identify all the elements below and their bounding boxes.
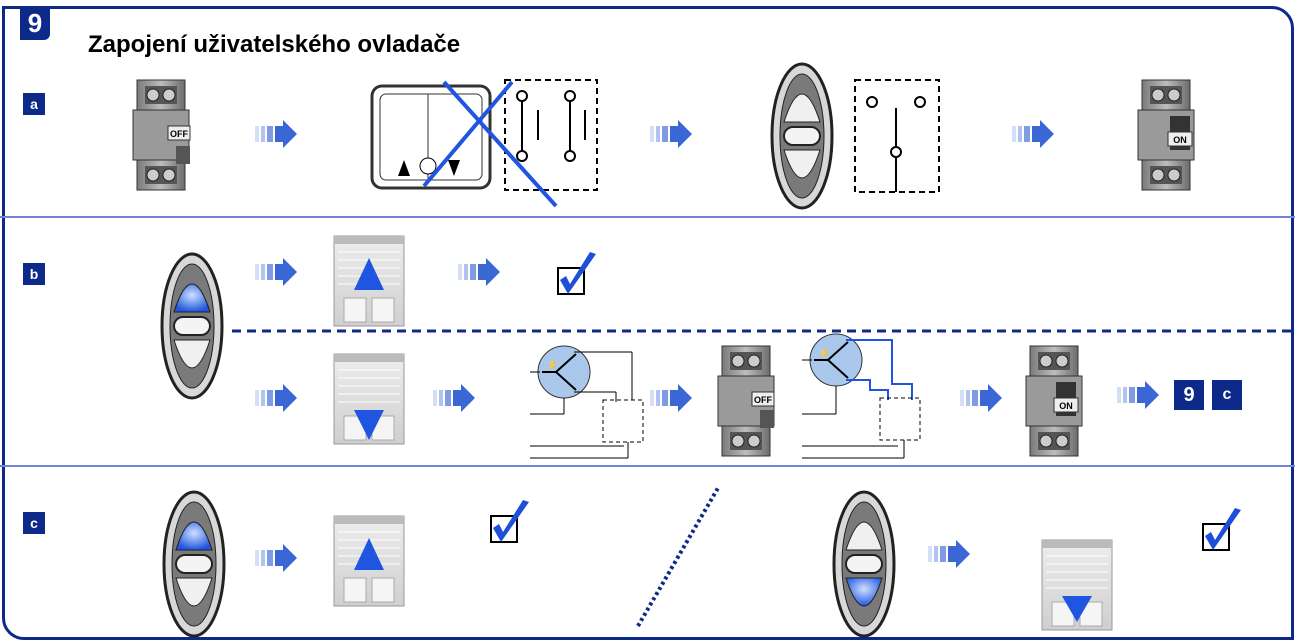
arrow-icon xyxy=(1012,120,1054,148)
diagram-frame xyxy=(2,6,1294,640)
breaker-on-icon: ON xyxy=(1137,79,1195,191)
motor-wiring-swap-icon xyxy=(530,345,644,459)
shutter-up-icon xyxy=(333,515,405,607)
arrow-icon xyxy=(1117,381,1159,409)
shutter-down-icon xyxy=(1041,539,1113,631)
shutter-up-icon xyxy=(333,235,405,327)
alternative-divider xyxy=(636,486,720,628)
arrow-icon xyxy=(433,384,475,412)
svg-text:OFF: OFF xyxy=(170,129,188,139)
new-wiring-diagram xyxy=(854,79,940,193)
step-number-badge: 9 xyxy=(20,6,50,40)
check-icon xyxy=(557,251,597,295)
check-icon xyxy=(1202,507,1242,551)
arrow-icon xyxy=(650,384,692,412)
row-divider-b-c xyxy=(0,465,1295,467)
svg-text:ON: ON xyxy=(1059,401,1073,411)
breaker-off-icon: OFF xyxy=(717,345,775,457)
row-label-c: c xyxy=(23,512,45,534)
svg-text:ON: ON xyxy=(1173,135,1187,145)
row-label-a: a xyxy=(23,93,45,115)
arrow-icon xyxy=(928,540,970,568)
row-label-b: b xyxy=(23,263,45,285)
breaker-on-icon: ON xyxy=(1025,345,1083,457)
shutter-down-icon xyxy=(333,353,405,445)
arrow-icon xyxy=(255,258,297,286)
remote-up-pressed-icon xyxy=(160,252,224,400)
arrow-icon xyxy=(960,384,1002,412)
arrow-icon xyxy=(255,120,297,148)
breaker-off-icon: OFF xyxy=(132,79,191,191)
remote-control-icon xyxy=(770,62,834,210)
page-title: Zapojení uživatelského ovladače xyxy=(88,31,461,58)
remote-up-pressed-icon xyxy=(162,490,226,638)
reference-section-badge: c xyxy=(1212,380,1242,410)
remote-down-pressed-icon xyxy=(832,490,896,638)
motor-wiring-swapped-icon xyxy=(802,333,921,459)
reference-step-badge: 9 xyxy=(1174,380,1204,410)
arrow-icon xyxy=(255,384,297,412)
old-switch-crossed-icon xyxy=(370,79,598,208)
arrow-icon xyxy=(255,544,297,572)
row-divider-a-b xyxy=(0,216,1295,218)
svg-text:OFF: OFF xyxy=(754,395,772,405)
check-icon xyxy=(490,499,530,543)
arrow-icon xyxy=(650,120,692,148)
arrow-icon xyxy=(458,258,500,286)
